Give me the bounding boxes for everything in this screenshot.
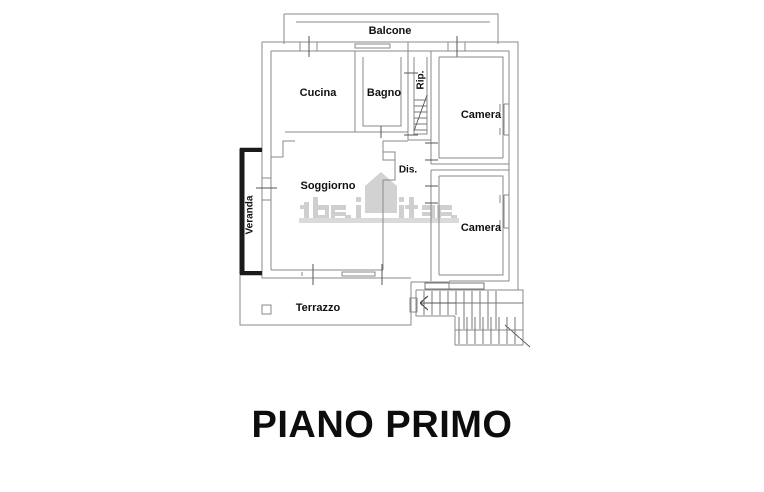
balcone-outline xyxy=(283,13,499,44)
plan-geometry xyxy=(239,13,531,348)
stair-direction-arrow-icon xyxy=(419,295,456,311)
house-logo-icon xyxy=(365,172,397,213)
room-label-terrazzo: Terrazzo xyxy=(296,302,341,314)
stair-break-line xyxy=(504,324,531,348)
camera-2-door-marks xyxy=(425,185,438,204)
room-label-camera-1: Camera xyxy=(461,109,502,121)
building-inner-wall xyxy=(270,50,510,282)
ripostiglio-walls xyxy=(407,51,432,141)
rip-opening-marks xyxy=(404,72,418,136)
room-label-soggiorno: Soggiorno xyxy=(301,180,356,192)
room-label-disimpegno: Dis. xyxy=(399,165,418,176)
camera-1-window xyxy=(499,103,510,136)
room-label-ripostiglio: Rip. xyxy=(416,70,427,89)
room-label-balcone: Balcone xyxy=(369,25,412,37)
camera-2-walls xyxy=(430,169,509,281)
terrazzo-drain-square xyxy=(261,304,272,315)
page-title: PIANO PRIMO xyxy=(251,404,513,446)
top-wall-door-swing-marks xyxy=(308,36,458,57)
terrazzo-outline xyxy=(239,278,412,326)
camera-2-window xyxy=(499,194,510,229)
disimpegno-walls xyxy=(382,140,408,270)
camera-1-door-marks xyxy=(425,142,438,161)
bottom-wall-openings xyxy=(301,271,376,277)
room-labels: Balcone Cucina Bagno Rip. Camera Soggior… xyxy=(245,25,502,314)
storage-staircase xyxy=(413,94,428,132)
structural-walls xyxy=(239,148,262,275)
room-label-bagno: Bagno xyxy=(367,87,402,99)
main-staircase xyxy=(409,282,531,348)
room-label-veranda: Veranda xyxy=(245,195,256,234)
room-label-camera-2: Camera xyxy=(461,222,502,234)
bottom-wall-door-marks xyxy=(312,264,383,285)
soggiorno-walls xyxy=(261,157,411,279)
camera-1-walls xyxy=(430,51,509,165)
top-wall-openings xyxy=(299,42,466,51)
room-label-cucina: Cucina xyxy=(300,87,338,99)
cucina-walls xyxy=(270,51,356,158)
